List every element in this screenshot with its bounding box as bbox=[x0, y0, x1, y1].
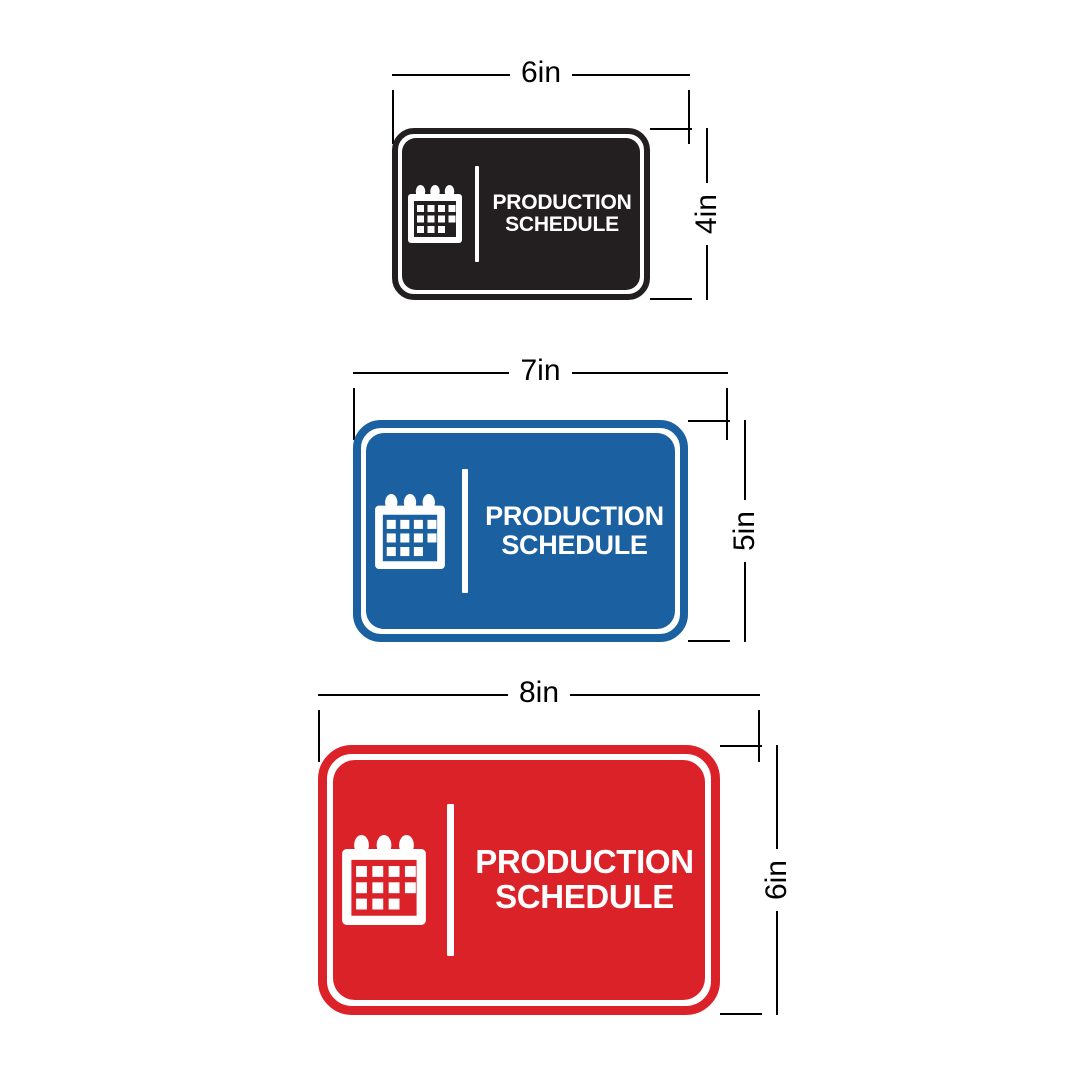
dimension-width-bar-red: 8in bbox=[318, 676, 761, 710]
sign-face-red: PRODUCTION SCHEDULE bbox=[333, 760, 705, 1000]
dimension-height-red: 6in bbox=[720, 745, 793, 1016]
sign-text-red: PRODUCTION SCHEDULE bbox=[475, 843, 694, 915]
sign-content-blue: PRODUCTION SCHEDULE bbox=[366, 433, 675, 629]
dimension-height-legs-red bbox=[720, 745, 762, 1015]
dimension-line-right bbox=[572, 74, 691, 76]
sign-text-line1: PRODUCTION bbox=[492, 190, 632, 214]
sign-red[interactable]: PRODUCTION SCHEDULE bbox=[318, 745, 720, 1015]
sign-blue[interactable]: PRODUCTION SCHEDULE bbox=[353, 420, 688, 642]
dimension-line-right bbox=[570, 694, 761, 696]
dimension-height-label-black: 4in bbox=[690, 193, 723, 235]
sign-content-black: PRODUCTION SCHEDULE bbox=[402, 138, 640, 290]
sign-plaque-red: PRODUCTION SCHEDULE bbox=[318, 745, 720, 1015]
dimension-line-left bbox=[318, 694, 508, 696]
dimension-leg-bottom bbox=[650, 298, 692, 300]
sign-text-line1: PRODUCTION bbox=[485, 501, 664, 532]
calendar-icon bbox=[408, 185, 463, 243]
dimension-line-top bbox=[706, 128, 708, 183]
dimension-height-legs-black bbox=[650, 128, 692, 300]
dimension-leg-right bbox=[726, 388, 728, 440]
sign-text-blue: PRODUCTION SCHEDULE bbox=[485, 502, 664, 559]
dimension-line-bottom bbox=[776, 911, 778, 1016]
sign-divider-blue bbox=[462, 469, 469, 593]
dimension-leg-top bbox=[720, 745, 762, 747]
sign-face-blue: PRODUCTION SCHEDULE bbox=[366, 433, 675, 629]
dimension-leg-top bbox=[688, 420, 730, 422]
dimension-line-left bbox=[392, 74, 510, 76]
dimension-line-top bbox=[776, 745, 778, 849]
sign-content-red: PRODUCTION SCHEDULE bbox=[333, 760, 705, 1000]
sign-divider-black bbox=[475, 166, 480, 262]
sign-text-black: PRODUCTION SCHEDULE bbox=[492, 190, 632, 237]
sign-text-line2: SCHEDULE bbox=[495, 878, 674, 915]
dimension-width-blue: 7in bbox=[353, 354, 729, 440]
dimension-width-bar-blue: 7in bbox=[353, 354, 729, 388]
dimension-height-bar-blue: 5in bbox=[728, 420, 761, 643]
dimension-height-bar-red: 6in bbox=[760, 745, 793, 1016]
sign-divider-red bbox=[447, 804, 455, 956]
dimension-width-legs-red bbox=[318, 710, 760, 762]
sign-black[interactable]: PRODUCTION SCHEDULE bbox=[392, 128, 650, 300]
dimension-height-label-red: 6in bbox=[760, 859, 793, 901]
dimension-height-legs-blue bbox=[688, 420, 730, 642]
dimension-width-label-blue: 7in bbox=[520, 354, 561, 387]
dimension-leg-top bbox=[650, 128, 692, 130]
dimension-width-label-black: 6in bbox=[520, 56, 562, 89]
sign-plaque-blue: PRODUCTION SCHEDULE bbox=[353, 420, 688, 642]
dimension-leg-left bbox=[392, 90, 394, 144]
dimension-leg-right bbox=[758, 710, 760, 762]
calendar-icon bbox=[342, 835, 427, 925]
sign-face-black: PRODUCTION SCHEDULE bbox=[402, 138, 640, 290]
dimension-leg-left bbox=[353, 388, 355, 440]
sign-text-line1: PRODUCTION bbox=[475, 843, 694, 881]
dimension-height-blue: 5in bbox=[688, 420, 761, 643]
dimension-leg-bottom bbox=[688, 640, 730, 642]
dimension-width-bar-black: 6in bbox=[392, 56, 691, 90]
dimension-width-red: 8in bbox=[318, 676, 761, 762]
sign-text-line2: SCHEDULE bbox=[501, 530, 648, 560]
dimension-line-bottom bbox=[744, 562, 746, 643]
dimension-leg-right bbox=[688, 90, 690, 144]
dimension-line-top bbox=[744, 420, 746, 500]
dimension-height-bar-black: 4in bbox=[690, 128, 723, 301]
dimension-height-label-blue: 5in bbox=[728, 510, 761, 552]
dimension-line-right bbox=[571, 372, 729, 374]
dimension-line-left bbox=[353, 372, 510, 374]
dimension-line-bottom bbox=[706, 245, 708, 301]
dimension-width-legs-blue bbox=[353, 388, 728, 440]
dimension-leg-left bbox=[318, 710, 320, 762]
dimension-leg-bottom bbox=[720, 1013, 762, 1015]
dimension-height-black: 4in bbox=[650, 128, 723, 301]
sign-text-line2: SCHEDULE bbox=[505, 213, 619, 236]
sign-plaque-black: PRODUCTION SCHEDULE bbox=[392, 128, 650, 300]
calendar-icon bbox=[375, 493, 446, 569]
dimension-width-legs-black bbox=[392, 90, 690, 144]
dimension-width-black: 6in bbox=[392, 56, 691, 144]
dimension-width-label-red: 8in bbox=[518, 676, 560, 709]
